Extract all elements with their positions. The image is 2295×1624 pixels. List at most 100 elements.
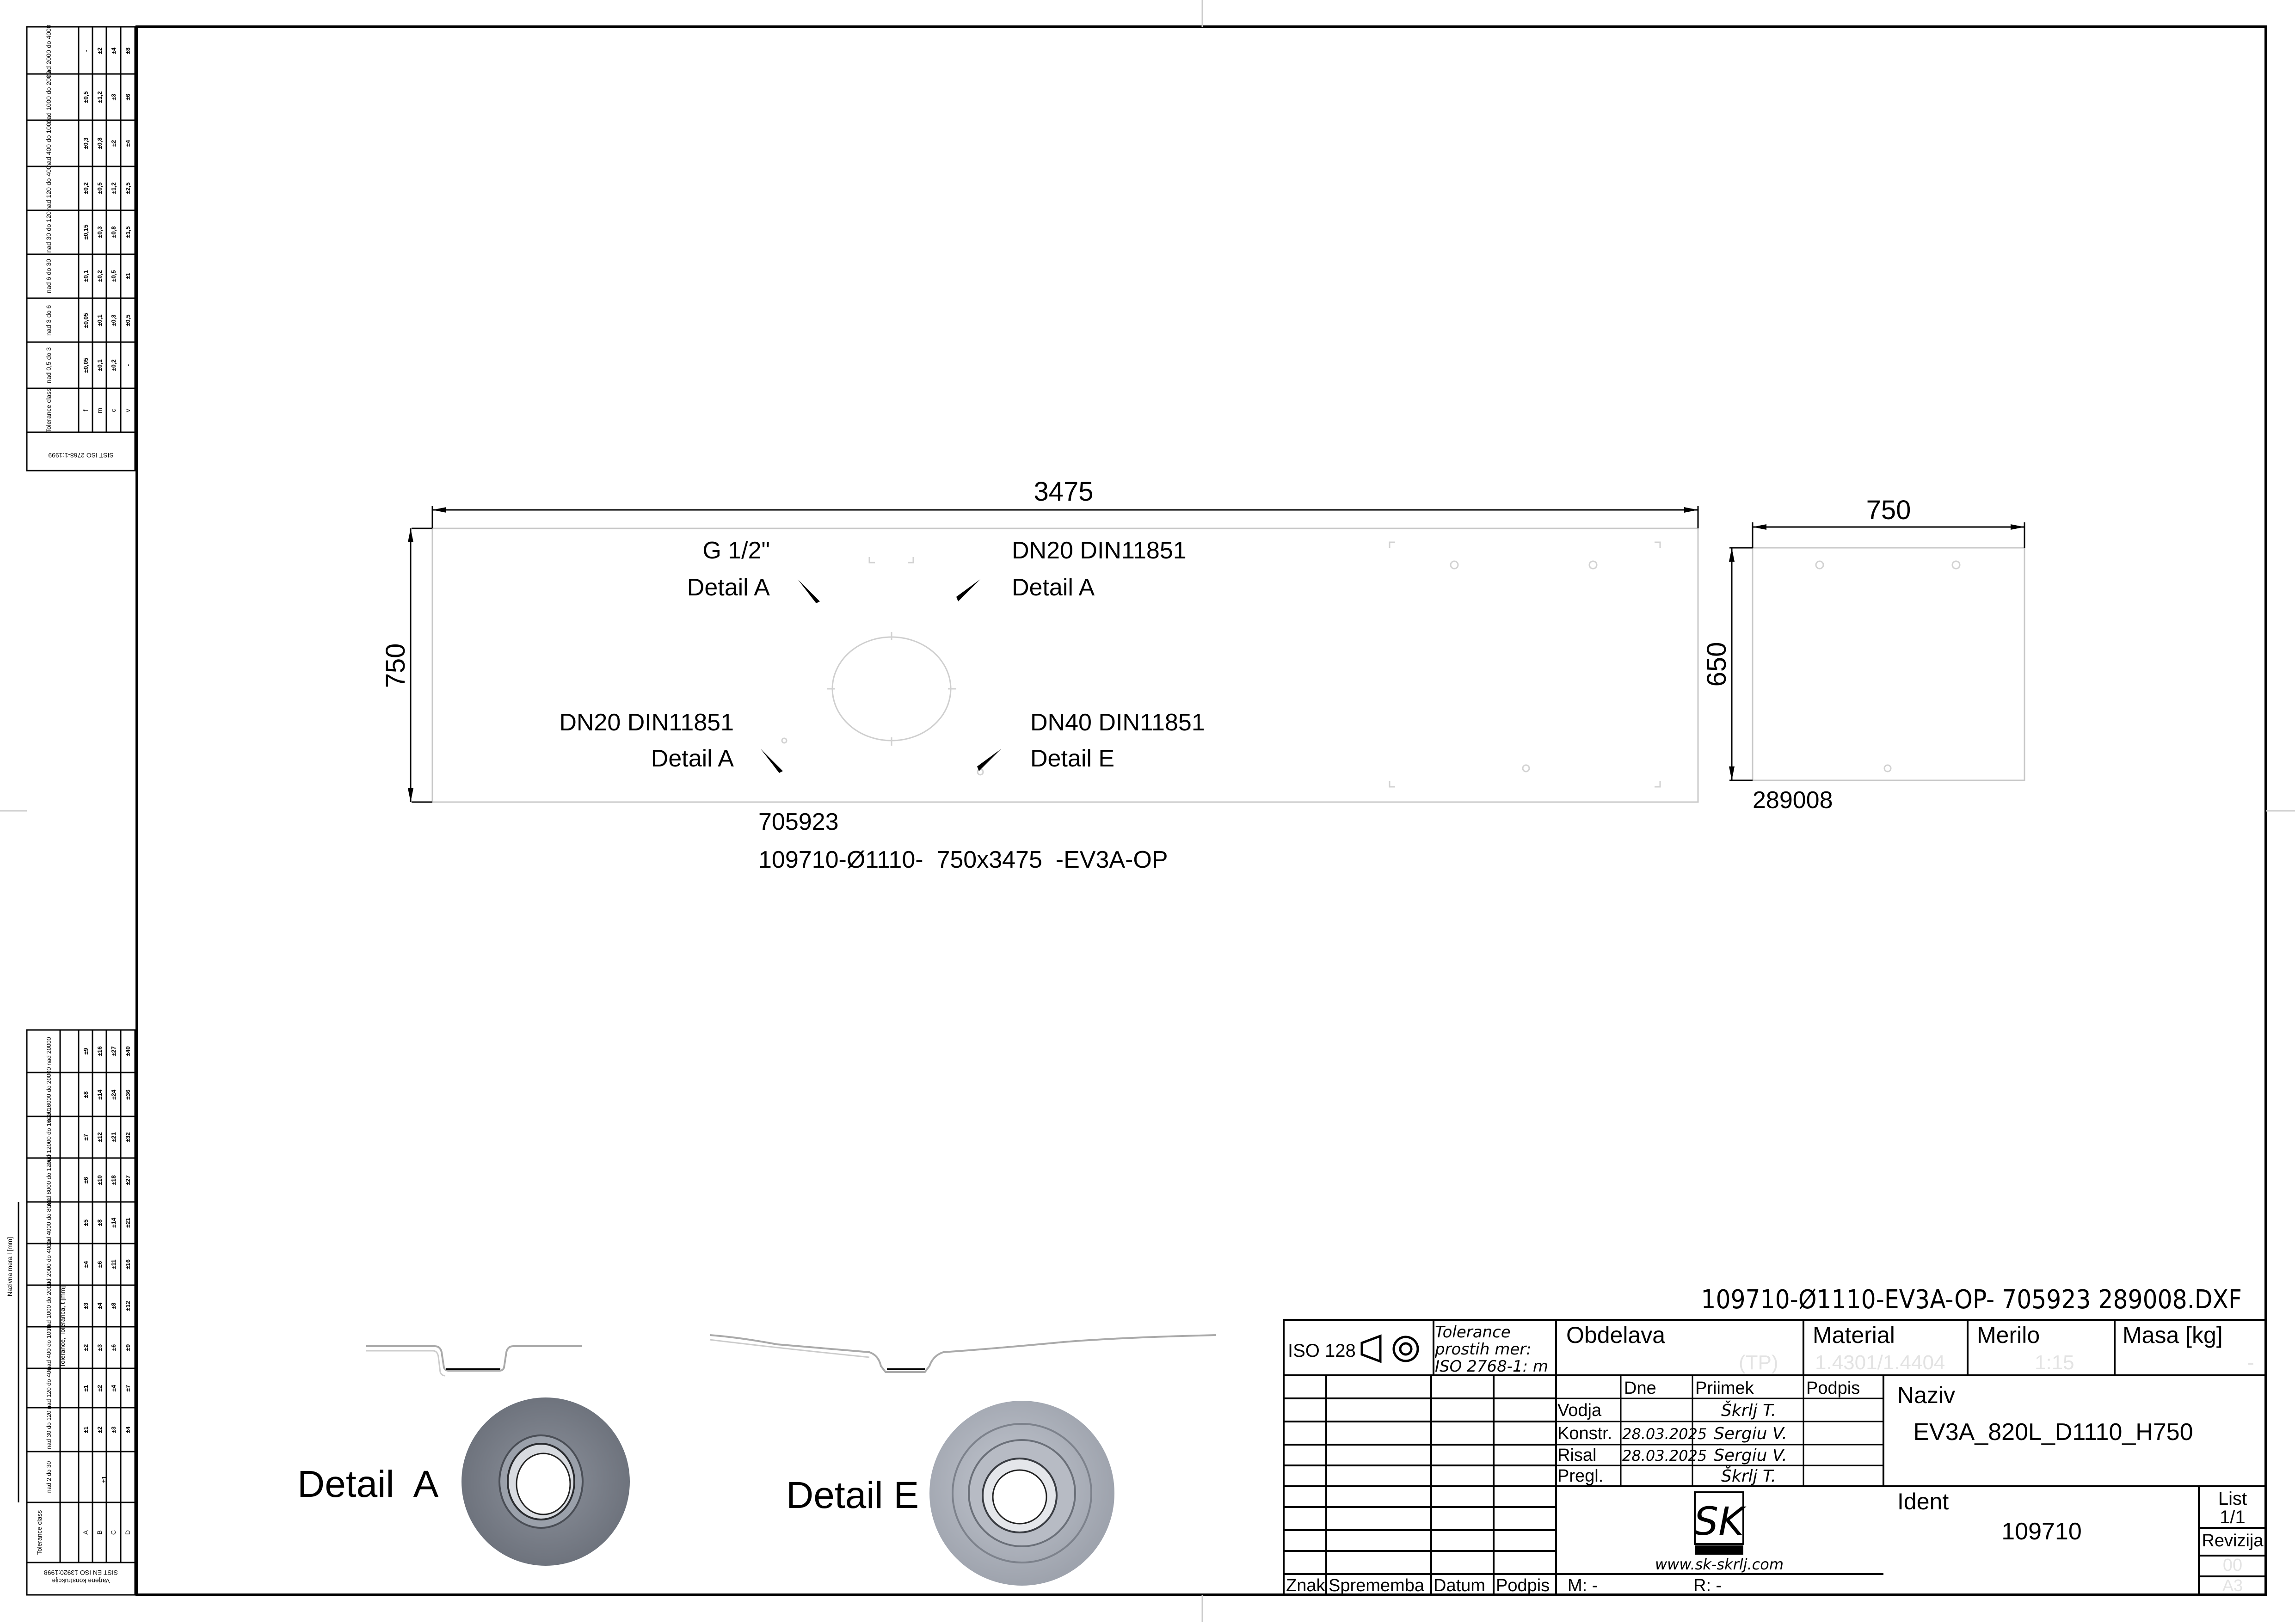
svg-text:C: C xyxy=(110,1530,117,1535)
row-pregl-role: Pregl. xyxy=(1557,1466,1603,1486)
callout-dn40: DN40 DIN11851 xyxy=(1030,709,1205,736)
tolerance-value: ±12 xyxy=(124,1301,131,1311)
tolerance-value: ±6 xyxy=(96,1261,103,1268)
iso-standard: ISO 128 xyxy=(1288,1341,1356,1361)
tolerance-line-1: Tolerance xyxy=(1435,1323,1511,1342)
svg-text:D: D xyxy=(124,1530,131,1535)
callout-dn40-detail: Detail E xyxy=(1030,745,1114,772)
svg-text:nad 30 do 120: nad 30 do 120 xyxy=(45,211,52,253)
iso13920-standard: SIST EN ISO 13920:1998 xyxy=(44,1569,118,1576)
dxf-filename: 109710-Ø1110-EV3A-OP- 705923 289008.DXF xyxy=(1701,1285,2242,1315)
tolerance-table-bottom-text: Varjene konstrukcije SIST EN ISO 13920:1… xyxy=(6,1237,131,1585)
tolerance-range: nad 1000 do 2000 xyxy=(45,1282,52,1330)
tolerance-value: ±1 xyxy=(82,1427,89,1433)
svg-text:Tolerance, Toleranca, t [mm]: Tolerance, Toleranca, t [mm] xyxy=(59,1286,66,1367)
detail-a-label: Detail A xyxy=(297,1463,439,1505)
tolerance-value: ±27 xyxy=(110,1046,117,1056)
col-dne: Dne xyxy=(1624,1379,1656,1398)
material-label: Material xyxy=(1813,1322,1895,1348)
tolerance-value: ±2 xyxy=(96,1385,103,1391)
tolerance-value: ±6 xyxy=(124,94,131,100)
tolerance-value: - xyxy=(124,364,131,366)
list-value: 1/1 xyxy=(2220,1507,2246,1527)
detail-e: Detail E xyxy=(709,1334,1217,1586)
tolerance-value: ±0,5 xyxy=(96,182,103,194)
revizija-value: 00 xyxy=(2223,1556,2242,1575)
revizija-label: Revizija xyxy=(2202,1531,2264,1550)
tolerance-value: ±2 xyxy=(110,140,117,147)
main-height-dimension: 750 xyxy=(381,643,411,688)
masa-label: Masa [kg] xyxy=(2123,1322,2223,1348)
callout-g12-detail: Detail A xyxy=(687,574,770,601)
projection-symbol-icon xyxy=(1360,1334,1419,1363)
svg-text:nad 6 do 30: nad 6 do 30 xyxy=(45,259,52,293)
tolerance-value: ±9 xyxy=(82,1048,89,1054)
callout-dn20-bottom-detail: Detail A xyxy=(651,745,734,772)
tolerance-value: ±1,2 xyxy=(96,91,103,103)
ident-value: 109710 xyxy=(2001,1518,2082,1545)
tolerance-value: ±4 xyxy=(96,1302,103,1309)
tolerance-value: ±36 xyxy=(124,1090,131,1100)
tolerance-value: ±5 xyxy=(82,1220,89,1226)
main-width-dimension: 3475 xyxy=(1034,477,1093,507)
tolerance-value: ±1 xyxy=(124,273,131,279)
row-konstr-role: Konstr. xyxy=(1557,1424,1612,1443)
tolerance-value: ±8 xyxy=(110,1303,117,1309)
rev-col-znak: Znak xyxy=(1286,1576,1325,1595)
svg-text:A: A xyxy=(82,1530,89,1535)
row-pregl-name: Škrlj T. xyxy=(1721,1466,1776,1486)
tolerance-value: ±6 xyxy=(110,1344,117,1351)
callout-dn20-top: DN20 DIN11851 xyxy=(1012,537,1187,564)
tolerance-value: ±10 xyxy=(96,1175,103,1185)
row-konstr-date: 28.03.2025 xyxy=(1622,1425,1707,1443)
col-podpis: Podpis xyxy=(1806,1379,1860,1398)
callout-dn20-bottom: DN20 DIN11851 xyxy=(559,709,734,736)
tolerance-range: nad 8000 do 12000 xyxy=(45,1154,52,1206)
tolerance-range: nad 2000 do 4000 xyxy=(45,1240,52,1289)
material-value: 1.4301/1.4404 xyxy=(1815,1351,1945,1374)
tolerance-value: ±0,3 xyxy=(96,226,103,238)
tolerance-value: ±0,1 xyxy=(96,359,103,371)
tolerance-table-iso-2768 xyxy=(26,26,136,472)
svg-text:B: B xyxy=(96,1530,103,1534)
rev-col-podpis: Podpis xyxy=(1496,1576,1550,1595)
merilo-value: 1:15 xyxy=(2035,1351,2074,1374)
tolerance-value: ±27 xyxy=(124,1175,131,1185)
tolerance-value: ±0,15 xyxy=(82,225,89,239)
tolerance-value: ±1,5 xyxy=(124,226,131,238)
tolerance-value: ±0,05 xyxy=(82,313,89,328)
tolerance-table-iso-13920 xyxy=(18,1029,136,1596)
ident-label: Ident xyxy=(1897,1489,1949,1514)
col-priimek: Priimek xyxy=(1695,1379,1754,1398)
tolerance-value: ±0,1 xyxy=(82,270,89,282)
tolerance-value: ±14 xyxy=(96,1089,103,1099)
tolerance-value: ±14 xyxy=(110,1217,117,1227)
callout-g12: G 1/2" xyxy=(702,537,770,564)
main-view: 3475 750 G 1/2" Detail A DN20 DIN11851 D… xyxy=(381,477,1699,873)
tolerance-range: nad 20000 xyxy=(45,1037,52,1065)
svg-text:nad 3 do 6: nad 3 do 6 xyxy=(45,305,52,336)
svg-text:nad 1000 do 2000: nad 1000 do 2000 xyxy=(45,71,52,123)
row-risal-name: Sergiu V. xyxy=(1714,1446,1787,1465)
svg-text:nad 2000 do 4000: nad 2000 do 4000 xyxy=(45,25,52,77)
tolerance-value: ±18 xyxy=(110,1175,117,1185)
tolerance-value: ±7 xyxy=(82,1134,89,1140)
tolerance-value: ±0,5 xyxy=(124,314,131,326)
tolerance-value: ±0,5 xyxy=(110,270,117,282)
tolerance-value: ±40 xyxy=(124,1046,131,1056)
svg-text:nad 0,5 do 3: nad 0,5 do 3 xyxy=(45,347,52,383)
detail-e-label: Detail E xyxy=(786,1474,919,1516)
tolerance-range: nad 2 do 30 xyxy=(45,1461,52,1493)
naziv-value: EV3A_820L_D1110_H750 xyxy=(1913,1419,2193,1446)
rev-col-datum: Datum xyxy=(1434,1576,1485,1595)
tolerance-range: nad 120 do 400 xyxy=(45,1367,52,1409)
tolerance-value: ±3 xyxy=(110,1427,117,1433)
tolerance-value: ±0,8 xyxy=(110,226,117,238)
svg-text:±1: ±1 xyxy=(100,1476,108,1483)
tolerance-value: ±4 xyxy=(124,140,131,147)
naziv-label: Naziv xyxy=(1897,1382,1955,1408)
tolerance-value: ±4 xyxy=(110,1385,117,1391)
